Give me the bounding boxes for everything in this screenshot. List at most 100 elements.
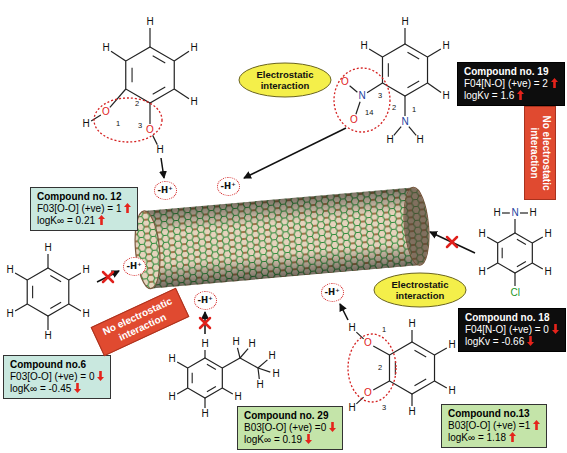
atom-number: 3 xyxy=(382,404,386,412)
box-value: F03[O-O] (+ve) = 1 xyxy=(37,203,121,214)
bond-line xyxy=(258,368,259,379)
atom-label: N xyxy=(402,117,409,127)
atom-label: H xyxy=(249,339,256,349)
atom-label: H xyxy=(202,409,209,419)
trend-arrow xyxy=(551,78,558,88)
atom-label: H xyxy=(83,309,90,319)
bond-line xyxy=(404,96,405,116)
bond-line xyxy=(369,49,382,57)
proton-label: -H⁺ xyxy=(217,177,240,196)
ring-bond xyxy=(517,239,526,244)
atom-label: H xyxy=(45,243,52,253)
bond-line xyxy=(204,398,205,408)
atom-label: H xyxy=(479,267,486,277)
atom-label: H xyxy=(6,309,13,319)
box-value-line: logK∞ = 0.19 xyxy=(244,434,336,446)
bond-line xyxy=(174,89,189,99)
atom-label: H xyxy=(83,119,90,129)
ring-bond xyxy=(50,276,61,282)
compound-box: Compound no.13B03[O-O] (+ve) =1logK∞ = 1… xyxy=(441,404,547,448)
compound-box: Compound no. 19F04[N-O] (+ve) = 2logKv =… xyxy=(457,62,565,106)
ring-bond xyxy=(153,56,166,63)
benzene-ring xyxy=(27,268,69,316)
ring-bond xyxy=(50,302,61,308)
atom-label: N xyxy=(512,208,519,218)
bond-line xyxy=(411,394,412,406)
box-value-line: F03[O-O] (+ve) = 1 xyxy=(37,203,131,215)
benzene-ring xyxy=(498,233,533,273)
bond-line xyxy=(404,28,405,44)
atom-label: O xyxy=(364,388,372,398)
bond-line xyxy=(428,49,441,57)
box-heading: Compound no.13 xyxy=(448,408,530,419)
atom-label: H xyxy=(235,392,242,402)
atom-label: H xyxy=(402,17,409,27)
atom-label: O xyxy=(341,77,349,87)
bond-line xyxy=(520,212,528,213)
reaction-arrow xyxy=(161,158,164,178)
proton-label: -H⁺ xyxy=(154,181,177,200)
box-value: logK∞ = 0.21 xyxy=(37,215,95,226)
compound-box: Compound no.6F03[O-O] (+ve) = 0logK∞ = -… xyxy=(3,355,111,399)
box-value: logKv = 1.6 xyxy=(464,90,514,101)
ring-bond xyxy=(414,379,426,386)
bond-line xyxy=(409,127,416,136)
reaction-arrow xyxy=(97,271,119,282)
bond-line xyxy=(435,348,447,355)
box-heading: Compound no.6 xyxy=(10,359,86,370)
box-heading: Compound no. 18 xyxy=(465,312,549,323)
atom-label: H xyxy=(169,392,176,402)
bond-line xyxy=(69,273,81,280)
trend-arrow xyxy=(74,383,81,393)
atom-number: 14 xyxy=(365,109,373,117)
ring-bond xyxy=(132,68,133,83)
interaction-ellipse: Electrostatic interaction xyxy=(373,272,467,308)
blocked-cross xyxy=(200,318,210,328)
trend-arrow xyxy=(527,336,534,346)
bond-line xyxy=(373,346,389,355)
bond-line xyxy=(356,102,360,115)
box-heading-line: Compound no. 18 xyxy=(465,312,559,324)
ring-bond xyxy=(388,63,389,76)
reaction-arrow xyxy=(430,232,475,253)
ellipse-text: Electrostatic interaction xyxy=(385,279,455,301)
bond-line xyxy=(149,28,150,47)
atom-label: O xyxy=(146,125,154,135)
bond-line xyxy=(91,115,101,121)
trend-arrow xyxy=(305,434,312,444)
ring-bond xyxy=(32,286,33,298)
atom-label: O xyxy=(102,107,110,117)
bond-line xyxy=(204,350,205,358)
atom-label: H xyxy=(449,340,456,350)
box-heading-line: Compound no. 12 xyxy=(37,191,131,203)
atom-label: Cl xyxy=(511,288,520,298)
box-heading-line: Compound no.6 xyxy=(10,359,104,371)
bond-line xyxy=(514,273,515,286)
group-highlight xyxy=(94,98,162,142)
box-value-line: F04[N-O] (+ve) = 0 xyxy=(465,324,559,336)
trend-arrow xyxy=(509,432,516,442)
compound-box: Compound no. 18F04[N-O] (+ve) = 0logKv =… xyxy=(458,308,566,352)
atom-label: H xyxy=(530,208,537,218)
box-heading-line: Compound no. 29 xyxy=(244,410,336,422)
ring-bond xyxy=(414,350,426,357)
no-interaction-box: No electrostatic interaction xyxy=(91,288,190,357)
interaction-ellipse: Electrostatic interaction xyxy=(238,62,332,98)
atom-label: H xyxy=(45,331,52,341)
bond-line xyxy=(177,388,187,394)
bond-line xyxy=(487,237,497,243)
compound-box: Compound no. 12F03[O-O] (+ve) = 1logK∞ =… xyxy=(30,187,138,231)
atom-label: H xyxy=(443,41,450,51)
atom-label: H xyxy=(157,145,164,155)
atom-label: H xyxy=(361,41,368,51)
bond-line xyxy=(373,381,389,390)
bond-line xyxy=(177,362,187,368)
bond-line xyxy=(111,51,126,61)
box-value-line: logKv = -0.66 xyxy=(465,336,559,348)
atom-label: O xyxy=(350,115,358,125)
bond-line xyxy=(15,273,27,280)
box-value: logK∞ = 0.19 xyxy=(244,434,302,445)
bond-line xyxy=(149,103,150,124)
trend-arrow xyxy=(97,371,104,381)
